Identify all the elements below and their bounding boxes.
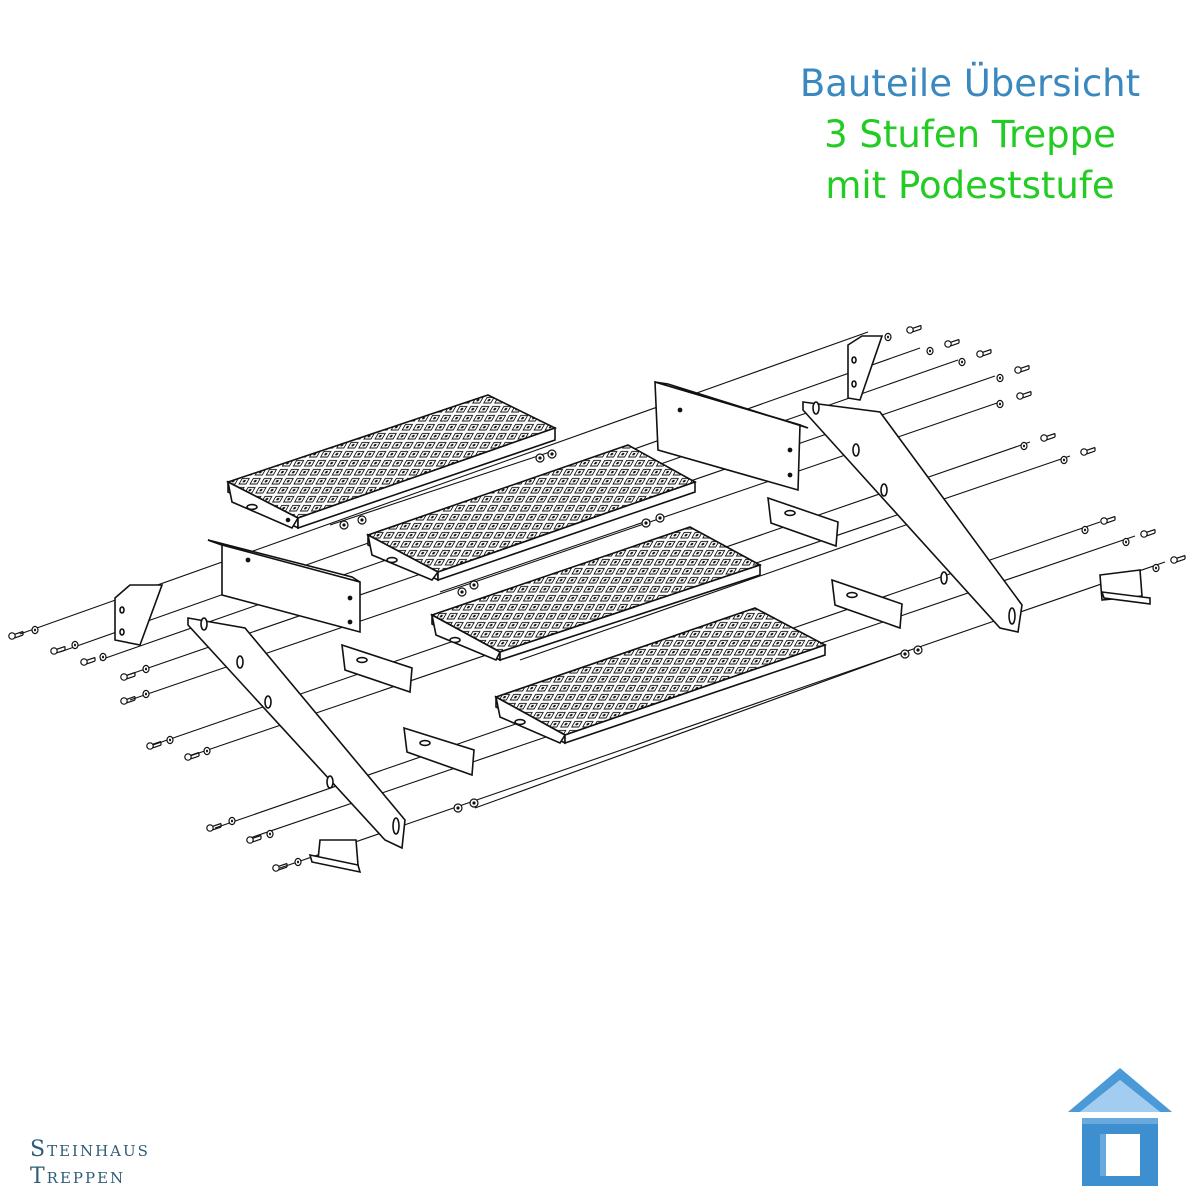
house-logo-icon (1068, 1068, 1172, 1186)
step-brackets (341, 496, 903, 777)
right-riser-plate (654, 380, 809, 492)
brand-name-line-2: Treppen (30, 1164, 126, 1189)
stair-tread-3 (430, 526, 762, 662)
floor-brackets (308, 569, 1151, 874)
stair-tread-2 (365, 444, 697, 582)
title-line-2: 3 Stufen Treppe (824, 113, 1116, 156)
right-stringer (802, 401, 1023, 633)
title-line-1: Bauteile Übersicht (799, 62, 1141, 105)
stair-tread-1 (225, 394, 558, 530)
brand-name: Steinhaus Treppen (30, 1136, 150, 1190)
stair-tread-4 (494, 607, 828, 745)
brand-name-line-1: Steinhaus (30, 1137, 150, 1162)
title-block: Bauteile Übersicht 3 Stufen Treppe mit P… (760, 58, 1180, 211)
title-line-3: mit Podeststufe (825, 164, 1115, 207)
left-riser-plate (207, 539, 361, 634)
left-stringer (187, 617, 406, 850)
wall-brackets (114, 335, 884, 646)
